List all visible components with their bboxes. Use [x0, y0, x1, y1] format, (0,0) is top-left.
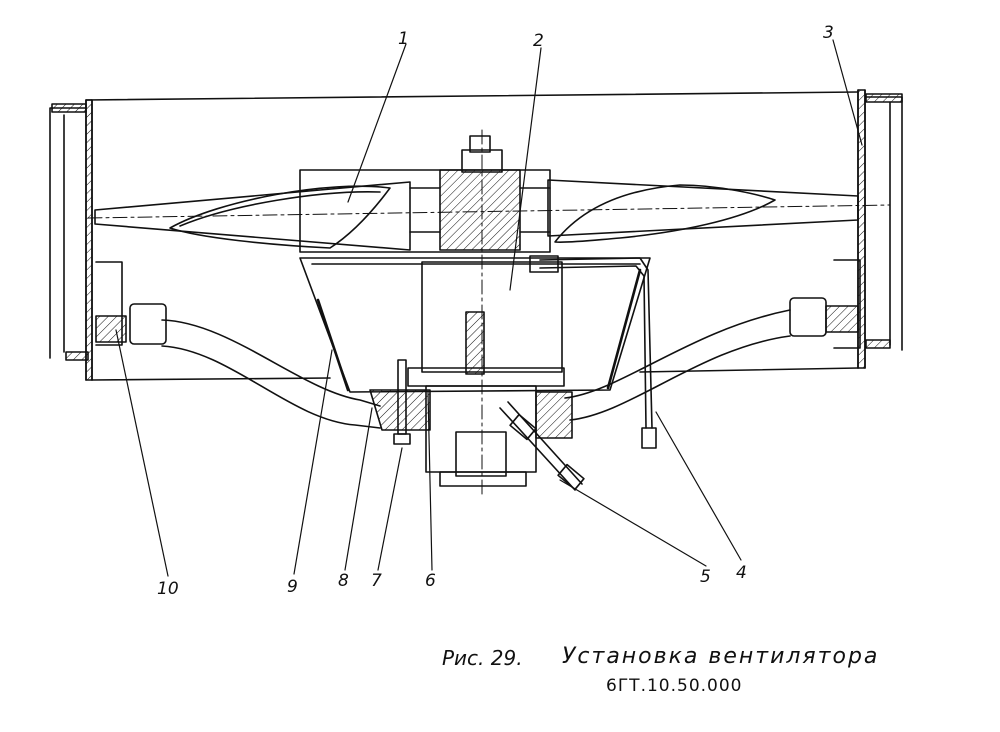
fan-casing — [85, 91, 859, 381]
conical-shroud — [299, 257, 651, 393]
label-5: 5 — [700, 567, 711, 587]
label-4: 4 — [736, 563, 747, 583]
mount-bracket — [369, 359, 573, 445]
leader-lines — [115, 39, 863, 577]
figure-number: Рис. 29. — [442, 646, 523, 670]
lube-lines — [499, 255, 657, 491]
fan-blade-left — [94, 181, 411, 251]
label-9: 9 — [287, 577, 298, 597]
left-duct-wall — [49, 99, 93, 381]
label-6: 6 — [425, 571, 436, 591]
drawing-code: 6ГТ.10.50.000 — [606, 676, 743, 696]
label-7: 7 — [371, 571, 382, 591]
support-pipe — [95, 259, 861, 429]
right-duct-wall — [857, 89, 903, 369]
fan-blade-right — [547, 179, 859, 243]
figure-title: Установка вентилятора — [562, 644, 880, 669]
label-10: 10 — [157, 579, 179, 599]
label-1: 1 — [398, 29, 409, 49]
label-2: 2 — [533, 31, 544, 51]
fan-hub — [299, 135, 551, 253]
callout-numbers: 1 2 3 4 5 6 7 8 9 10 — [157, 23, 834, 599]
label-8: 8 — [338, 571, 349, 591]
label-3: 3 — [823, 23, 834, 43]
